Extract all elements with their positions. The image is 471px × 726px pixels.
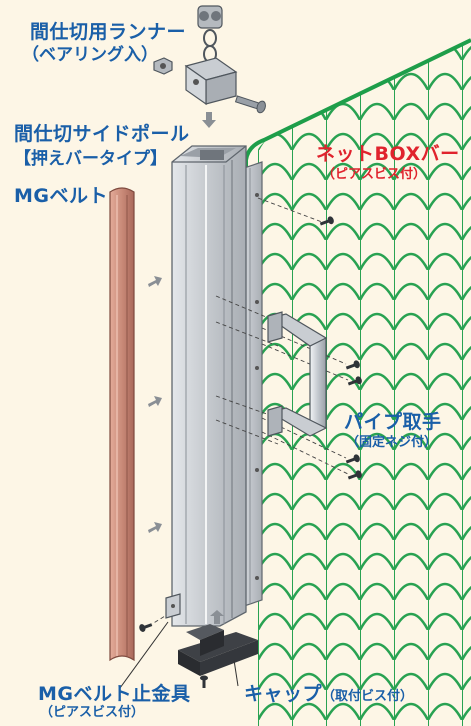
pipe-handle-label: パイプ取手: [344, 411, 442, 433]
mg-belt-stopper: [119, 593, 181, 689]
net-box-bar-sublabel: （ピアスビス付）: [322, 167, 427, 182]
pole-label: 間仕切サイドポール: [14, 123, 190, 145]
pole-sublabel: 【押えバータイプ】: [14, 149, 167, 169]
side-pole: [171, 145, 247, 627]
runner-label: 間仕切用ランナー: [30, 21, 187, 43]
cap-sublabel: （取付ビス付）: [322, 689, 414, 704]
pipe-handle: [267, 311, 328, 437]
net-box-bar-label: ネットBOXバー: [316, 143, 460, 165]
cap-label-group: キャップ（取付ビス付）: [244, 683, 414, 706]
pipe-handle-sublabel: （固定ネジ付）: [346, 435, 438, 450]
belt-arrows: [148, 276, 162, 533]
mg-belt: [109, 187, 135, 662]
cap-label: キャップ: [244, 683, 323, 705]
runner-sublabel: （ベアリング入）: [22, 45, 158, 65]
screws: [139, 216, 362, 688]
mg-stopper-sublabel: （ピアスビス付）: [40, 705, 145, 720]
mg-belt-label: MGベルト: [14, 185, 109, 207]
cap: [178, 610, 258, 687]
runner: [153, 5, 266, 128]
mg-stopper-label: MGベルト止金具: [38, 683, 191, 705]
